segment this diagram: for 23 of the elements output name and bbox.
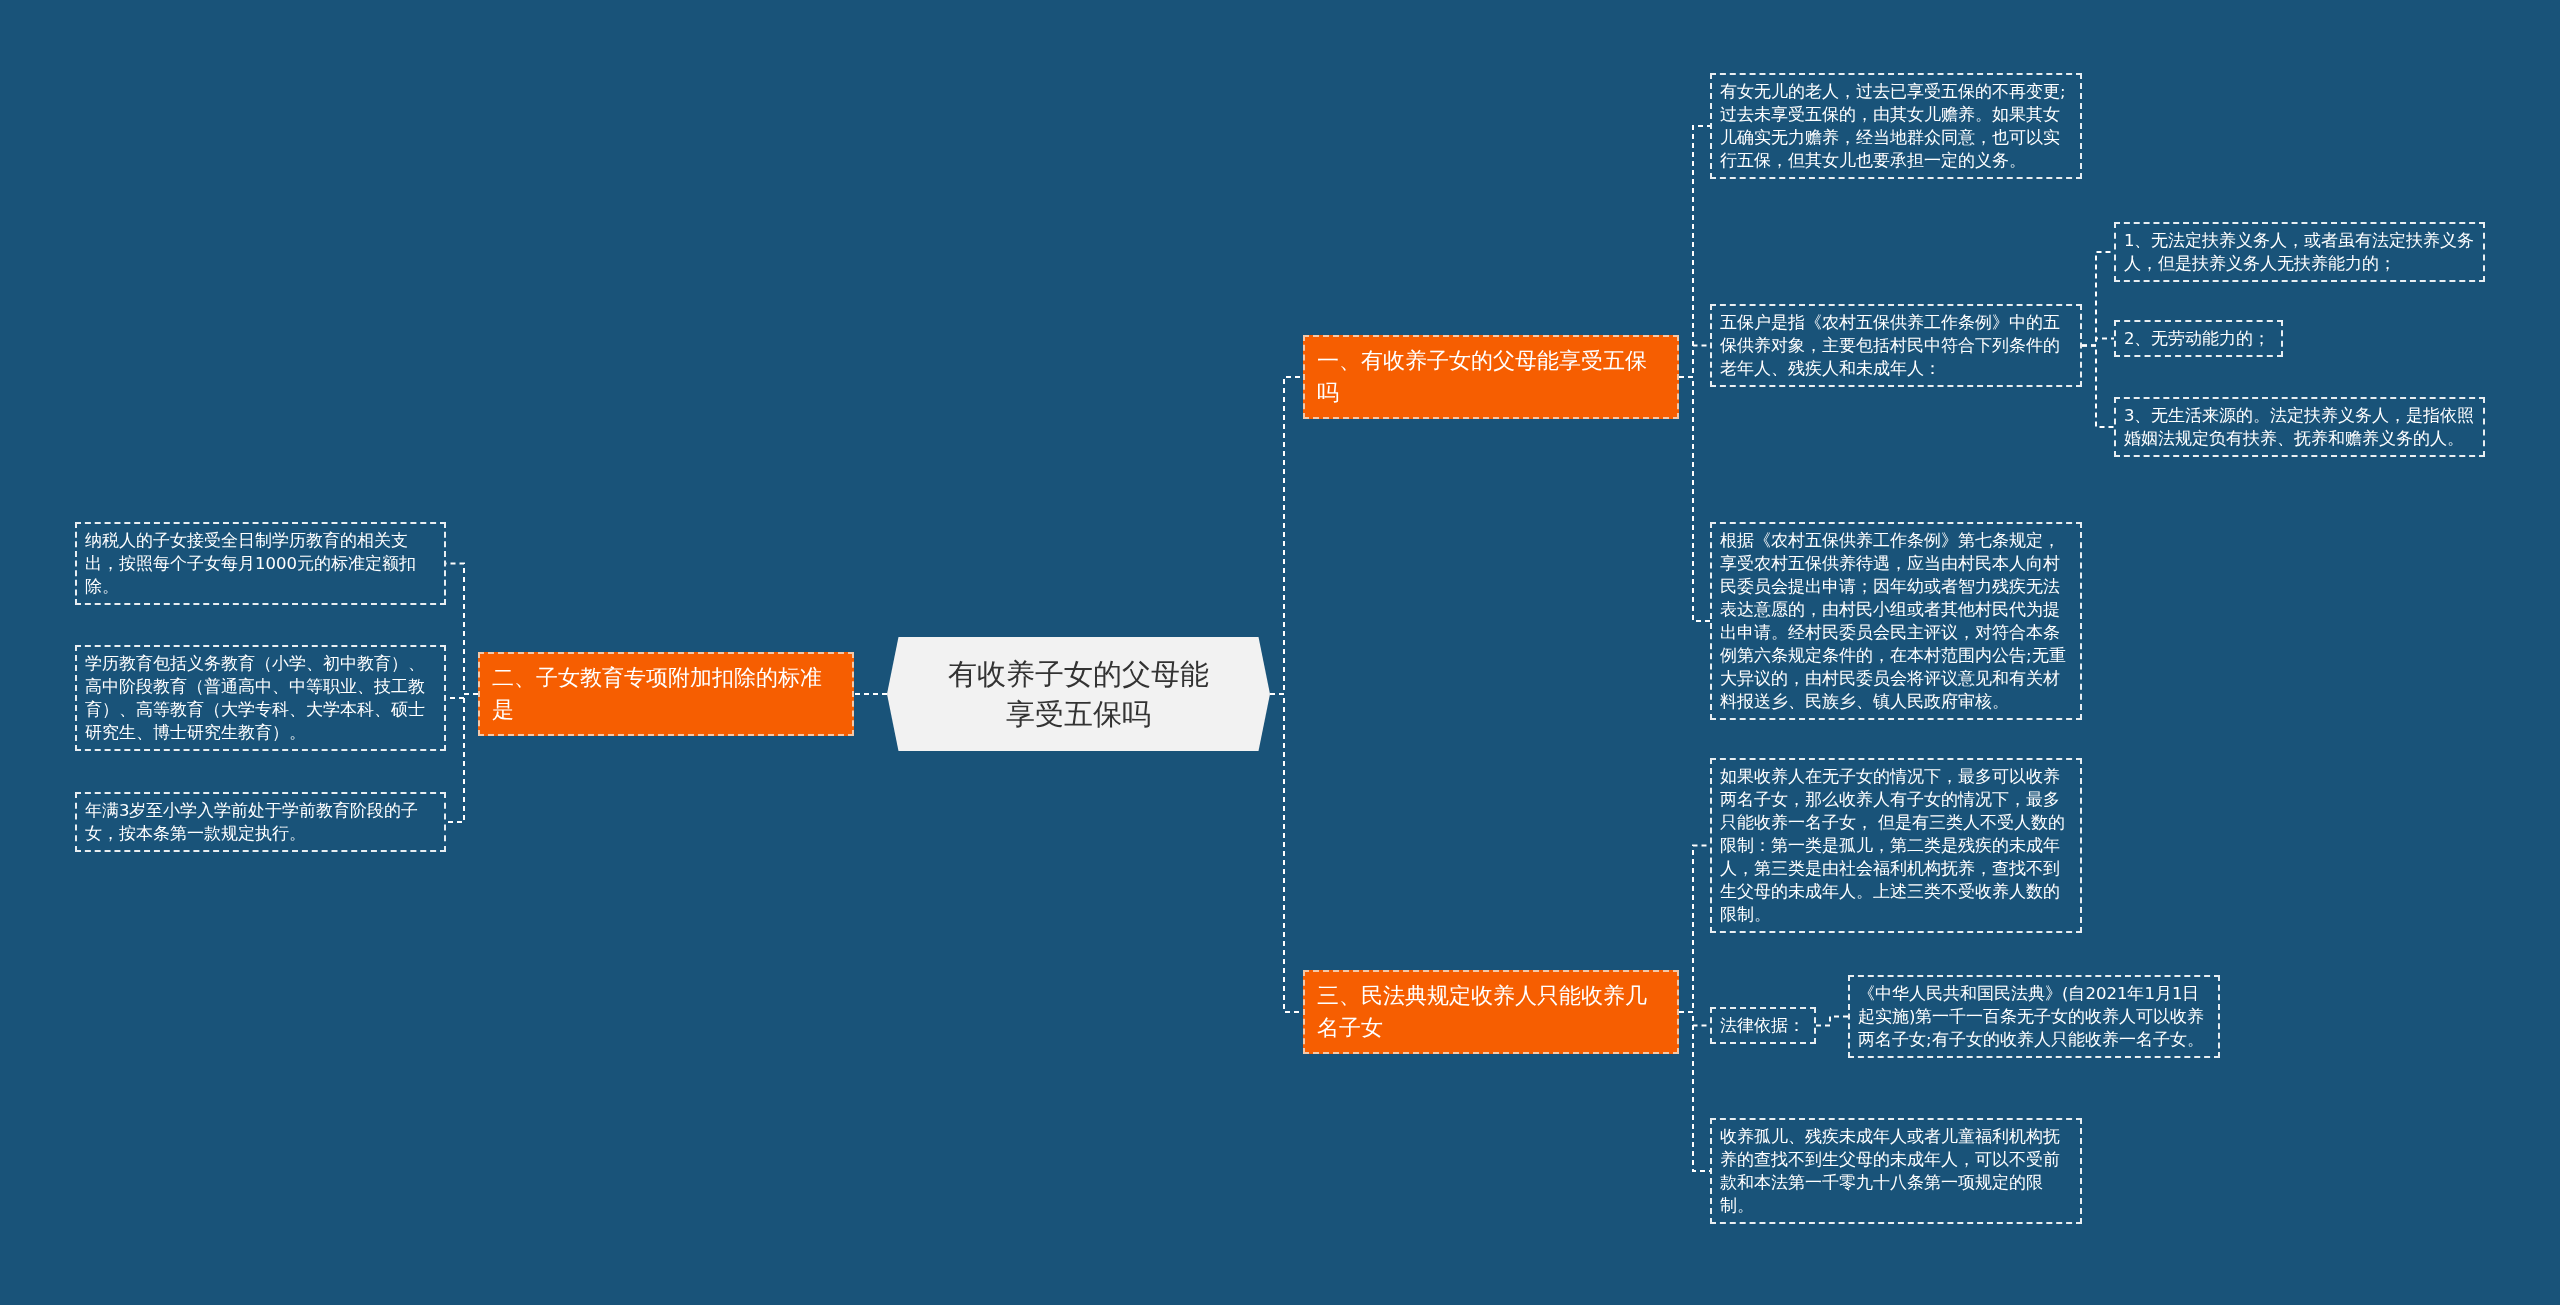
connector-line <box>1678 1011 1711 1172</box>
central-topic-box: 有收养子女的父母能享受五保吗 <box>887 637 1270 751</box>
note-box: 年满3岁至小学入学前处于学前教育阶段的子女，按本条第一款规定执行。 <box>75 792 446 852</box>
connector-line <box>853 693 888 695</box>
topic-box: 一、有收养子女的父母能享受五保吗 <box>1303 335 1679 419</box>
connector-line <box>2081 344 2115 428</box>
note-box: 3、无生活来源的。法定扶养义务人，是指依照婚姻法规定负有扶养、抚养和赡养义务的人。 <box>2114 397 2485 457</box>
connector-line <box>445 693 479 823</box>
note-box: 如果收养人在无子女的情况下，最多可以收养两名子女，那么收养人有子女的情况下，最多只能收养一名子女， 但是有三类人不受人数的限制：第一类是孤儿，第二类是残疾的未成年人，第三类是由社会福利机构抚养，查找不到生父母的未成年人。上述三类不受收养人数的限制。 <box>1710 758 2082 933</box>
note-box: 有女无儿的老人，过去已享受五保的不再变更;过去未享受五保的，由其女儿赡养。如果其女儿确实无力赡养，经当地群众同意，也可以实行五保，但其女儿也要承担一定的义务。 <box>1710 73 2082 179</box>
note-box: 纳税人的子女接受全日制学历教育的相关支出，按照每个子女每月1000元的标准定额扣除。 <box>75 522 446 605</box>
note-box: 2、无劳动能力的； <box>2114 320 2283 357</box>
note-box: 《中华人民共和国民法典》(自2021年1月1日起实施)第一千一百条无子女的收养人可以收养两名子女;有子女的收养人只能收养一名子女。 <box>1848 975 2220 1058</box>
note-box: 1、无法定扶养义务人，或者虽有法定扶养义务人，但是扶养义务人无扶养能力的； <box>2114 222 2485 282</box>
topic-box: 三、民法典规定收养人只能收养几名子女 <box>1303 970 1679 1054</box>
note-box: 收养孤儿、残疾未成年人或者儿童福利机构抚养的查找不到生父母的未成年人，可以不受前款和本法第一千零九十八条第一项规定的限制。 <box>1710 1118 2082 1224</box>
connector-line <box>1678 376 1711 622</box>
note-box: 五保户是指《农村五保供养工作条例》中的五保供养对象，主要包括村民中符合下列条件的老年人、残疾人和未成年人： <box>1710 304 2082 387</box>
note-box: 根据《农村五保供养工作条例》第七条规定，享受农村五保供养待遇，应当由村民本人向村民委员会提出申请；因年幼或者智力残疾无法表达意愿的，由村民小组或者其他村民代为提出申请。经村民委员会民主评议，对符合本条例第六条规定条件的，在本村范围内公告;无重大异议的，由村民委员会将评议意见和有关材料报送乡、民族乡、镇人民政府审核。 <box>1710 522 2082 720</box>
topic-box: 二、子女教育专项附加扣除的标准是 <box>478 652 854 736</box>
note-box: 学历教育包括义务教育（小学、初中教育）、高中阶段教育（普通高中、中等职业、技工教育）、高等教育（大学专科、大学本科、硕士研究生、博士研究生教育）。 <box>75 645 446 751</box>
connector-line <box>1815 1015 1849 1027</box>
note-box: 法律依据： <box>1710 1007 1816 1044</box>
